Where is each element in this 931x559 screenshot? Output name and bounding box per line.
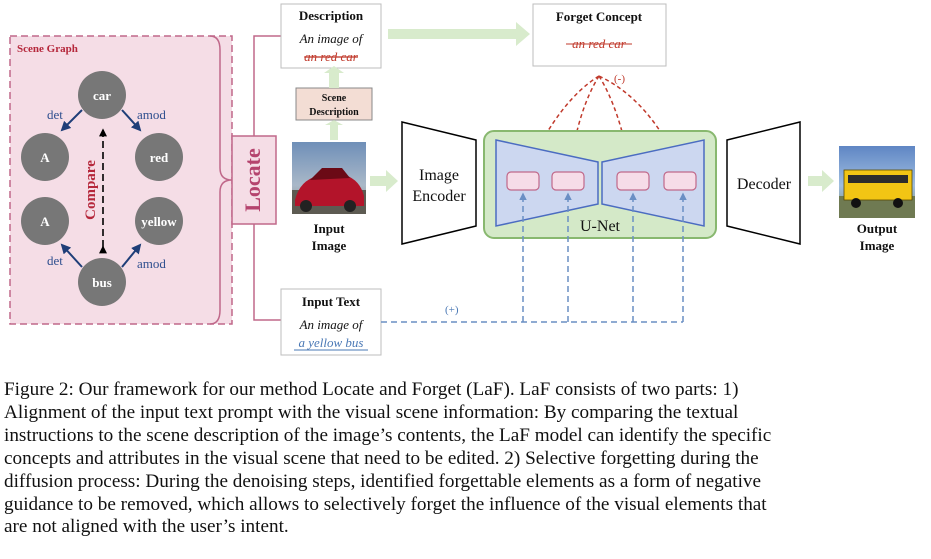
forget-concept-box: Forget Concept an red car bbox=[532, 3, 667, 67]
unet-block-4 bbox=[663, 171, 697, 191]
unet-block-2 bbox=[551, 171, 585, 191]
scene-graph-panel: Scene Graph det amod det amod Compare ca… bbox=[9, 35, 233, 325]
edge-car-to-red bbox=[121, 109, 142, 132]
node-bus: bus bbox=[78, 258, 126, 306]
scene-graph-title: Scene Graph bbox=[17, 43, 78, 55]
node-car: car bbox=[78, 71, 126, 119]
caption-line: instructions to the scene description of… bbox=[4, 424, 772, 446]
output-image bbox=[839, 146, 915, 218]
output-image-label-1: Output bbox=[857, 221, 898, 236]
svg-text:A: A bbox=[40, 150, 50, 165]
unet-block-1 bbox=[506, 171, 540, 191]
caption-line: Alignment of the input text prompt with … bbox=[4, 401, 739, 423]
edge-label-det-top: det bbox=[47, 107, 63, 122]
locate-to-description-line bbox=[253, 35, 281, 136]
image-encoder: Image Encoder bbox=[401, 121, 477, 245]
svg-text:yellow: yellow bbox=[141, 214, 177, 229]
edge-label-amod-bottom: amod bbox=[137, 256, 166, 271]
input-text-title: Input Text bbox=[302, 294, 361, 309]
input-text-line2: a yellow bus bbox=[299, 335, 364, 350]
decoder: Decoder bbox=[726, 121, 801, 245]
svg-text:A: A bbox=[40, 214, 50, 229]
input-image-label-2: Image bbox=[312, 238, 347, 253]
forget-concept-sign: (-) bbox=[614, 73, 625, 85]
node-a-bottom: A bbox=[21, 197, 69, 245]
caption-line: Figure 2: Our framework for our method L… bbox=[4, 379, 739, 400]
svg-text:Decoder: Decoder bbox=[737, 176, 792, 193]
svg-text:Description: Description bbox=[309, 107, 359, 118]
edge-label-det-bottom: det bbox=[47, 253, 63, 268]
description-line1: An image of bbox=[299, 31, 365, 46]
output-image-label-2: Image bbox=[860, 238, 895, 253]
node-red: red bbox=[135, 133, 183, 181]
input-text-dashed-arrows bbox=[381, 192, 687, 323]
description-title: Description bbox=[299, 8, 364, 23]
locate-label: Locate bbox=[240, 148, 265, 212]
unet: U-Net bbox=[483, 130, 717, 239]
scene-description-box: Scene Description bbox=[295, 87, 373, 121]
node-yellow: yellow bbox=[135, 197, 183, 245]
edge-car-to-a bbox=[60, 109, 83, 132]
decoder-to-output-arrow bbox=[808, 170, 834, 192]
unet-label: U-Net bbox=[580, 218, 621, 235]
svg-text:red: red bbox=[150, 150, 169, 165]
image-to-scene-desc-arrow bbox=[325, 120, 343, 140]
svg-text:car: car bbox=[93, 88, 111, 103]
input-text-sign: (+) bbox=[445, 304, 459, 316]
description-box: Description An image of an red car bbox=[280, 3, 382, 69]
locate-to-input-text-line bbox=[253, 224, 281, 321]
node-a-top: A bbox=[21, 133, 69, 181]
caption-line: are not aligned with the user’s intent. bbox=[4, 516, 289, 538]
svg-text:Image: Image bbox=[419, 167, 459, 184]
forget-concept-title: Forget Concept bbox=[556, 9, 643, 24]
image-to-encoder-arrow bbox=[370, 170, 398, 192]
caption-line: guidance to be removed, which allows to … bbox=[4, 493, 767, 515]
compare-label: Compare bbox=[83, 160, 99, 220]
input-image-label-1: Input bbox=[313, 221, 345, 236]
unet-block-3 bbox=[616, 171, 650, 191]
svg-text:Encoder: Encoder bbox=[412, 188, 466, 205]
figure-caption: Figure 2: Our framework for our method L… bbox=[4, 379, 926, 539]
framework-diagram: Scene Graph det amod det amod Compare ca… bbox=[9, 3, 915, 356]
svg-text:bus: bus bbox=[92, 275, 112, 290]
description-to-forget-arrow bbox=[388, 22, 530, 46]
input-text-box: Input Text An image of a yellow bus bbox=[280, 288, 382, 356]
svg-text:Scene: Scene bbox=[322, 93, 347, 104]
edge-label-amod-top: amod bbox=[137, 107, 166, 122]
input-text-line1: An image of bbox=[299, 317, 365, 332]
scene-desc-to-description-arrow bbox=[324, 66, 344, 88]
caption-line: diffusion process: During the denoising … bbox=[4, 470, 762, 492]
locate-box: Locate bbox=[231, 135, 277, 225]
edge-bus-to-a bbox=[60, 243, 83, 268]
input-image bbox=[292, 142, 366, 214]
caption-line: concepts and attributes in the visual sc… bbox=[4, 447, 759, 469]
edge-bus-to-yellow bbox=[121, 243, 142, 268]
